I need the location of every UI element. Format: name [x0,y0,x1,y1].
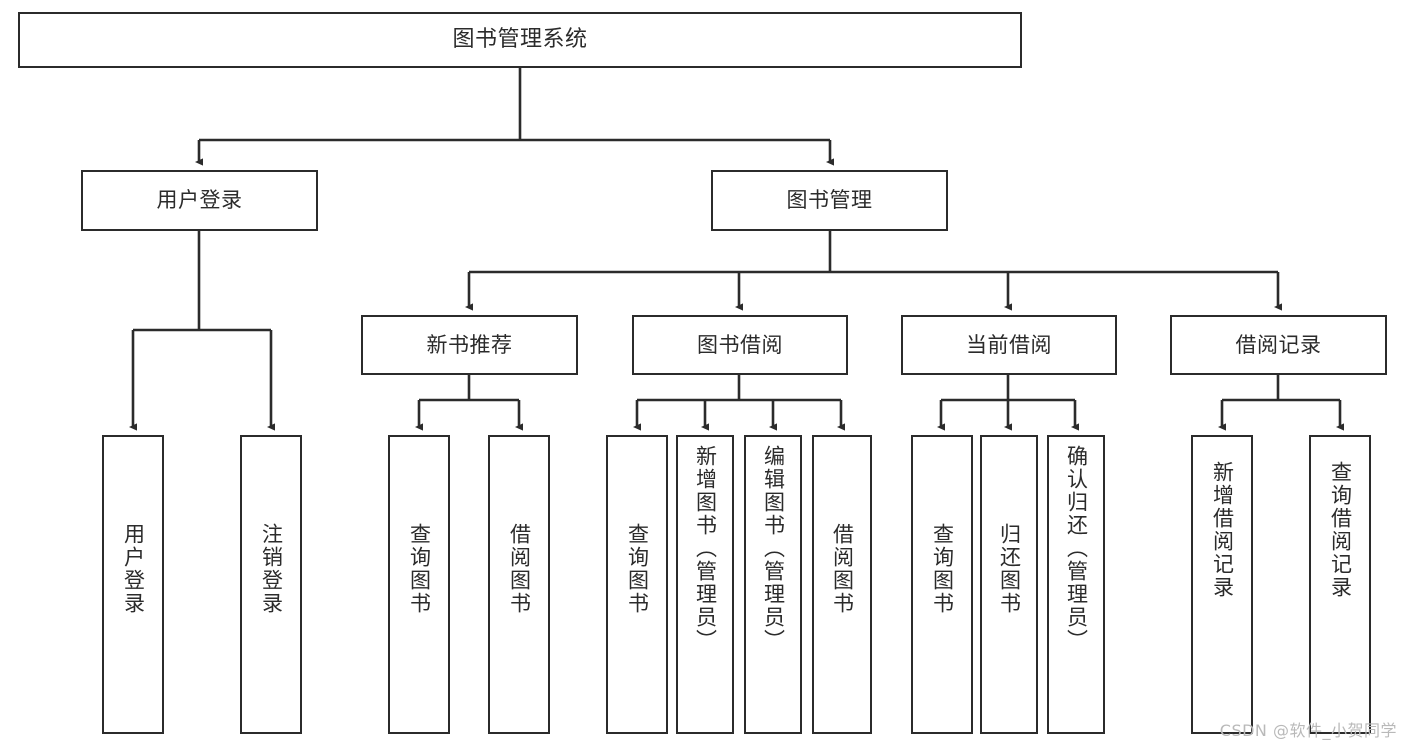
leaf-add-borrow-record[interactable]: 新增借阅记录 [1191,435,1253,734]
leaf-confirm-return-admin[interactable]: 确认归还（管理员） [1047,435,1105,734]
node-label: 用户登录 [156,188,243,213]
leaf-query-books-current[interactable]: 查询图书 [911,435,973,734]
node-root-book-management-system[interactable]: 图书管理系统 [18,12,1022,68]
node-user-login[interactable]: 用户登录 [81,170,318,231]
node-label: 图书管理 [786,188,873,213]
node-label: 借阅图书 [830,523,855,615]
leaf-add-book-admin[interactable]: 新增图书（管理员） [676,435,734,734]
csdn-watermark: CSDN @软件_小贺同学 [1219,721,1397,740]
node-label: 注销登录 [259,523,284,615]
node-label: 新书推荐 [426,332,513,357]
leaf-borrow-books-recommend[interactable]: 借阅图书 [488,435,550,734]
node-label: 图书借阅 [697,332,783,357]
node-label: 编辑图书（管理员） [761,445,786,652]
leaf-logout[interactable]: 注销登录 [240,435,302,734]
node-label: 新增借阅记录 [1210,461,1235,599]
node-label: 图书管理系统 [452,27,588,53]
node-label: 归还图书 [997,523,1022,615]
node-label: 查询图书 [407,523,432,615]
node-current-borrowing[interactable]: 当前借阅 [901,315,1117,375]
node-borrowing-records[interactable]: 借阅记录 [1170,315,1387,375]
node-label: 当前借阅 [966,332,1052,357]
node-label: 查询图书 [625,523,650,615]
node-label: 用户登录 [121,523,146,615]
node-label: 确认归还（管理员） [1064,445,1089,652]
leaf-edit-book-admin[interactable]: 编辑图书（管理员） [744,435,802,734]
node-label: 借阅记录 [1235,332,1322,357]
node-book-borrowing[interactable]: 图书借阅 [632,315,848,375]
node-label: 借阅图书 [507,523,532,615]
leaf-query-books-borrow[interactable]: 查询图书 [606,435,668,734]
node-new-book-recommendation[interactable]: 新书推荐 [361,315,578,375]
leaf-user-login[interactable]: 用户登录 [102,435,164,734]
node-label: 新增图书（管理员） [693,445,718,652]
leaf-query-books-recommend[interactable]: 查询图书 [388,435,450,734]
leaf-return-books[interactable]: 归还图书 [980,435,1038,734]
leaf-query-borrow-record[interactable]: 查询借阅记录 [1309,435,1371,734]
node-label: 查询图书 [930,523,955,615]
node-label: 查询借阅记录 [1328,461,1353,599]
node-book-management[interactable]: 图书管理 [711,170,948,231]
leaf-borrow-books-borrow[interactable]: 借阅图书 [812,435,872,734]
